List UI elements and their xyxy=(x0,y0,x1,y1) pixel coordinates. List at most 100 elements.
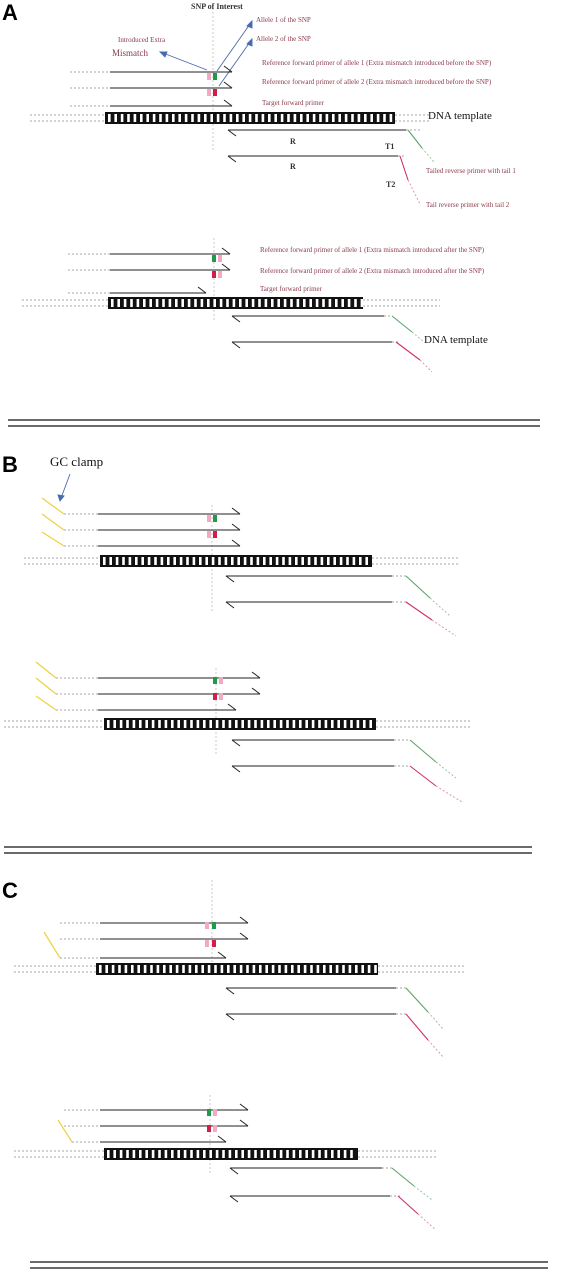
snp-of-interest-label: SNP of Interest xyxy=(191,2,243,11)
base-pair-stripe xyxy=(222,1150,225,1158)
base-pair-stripe xyxy=(149,299,152,307)
base-pair-stripe xyxy=(255,114,258,122)
dna-template-label-a2: DNA template xyxy=(424,334,488,346)
base-pair-stripe xyxy=(235,1150,238,1158)
t2-label: T2 xyxy=(386,180,395,189)
reverse-primer-tail2-a1 xyxy=(227,155,421,205)
base-pair-stripe xyxy=(228,1150,232,1158)
base-pair-stripe xyxy=(274,114,277,122)
allele2-label: Allele 2 of the SNP xyxy=(256,35,311,43)
base-pair-stripe xyxy=(119,720,123,728)
base-pair-stripe xyxy=(263,557,266,565)
base-pair-stripe xyxy=(243,557,247,565)
target-forward-primer-label-a2: Target forward primer xyxy=(260,285,323,293)
base-pair-stripe xyxy=(119,1150,123,1158)
base-pair-stripe xyxy=(351,114,354,122)
base-pair-stripe xyxy=(181,299,184,307)
base-pair-stripe xyxy=(318,1150,321,1158)
base-pair-stripe xyxy=(312,114,316,122)
base-pair-stripe xyxy=(156,965,160,973)
base-pair-stripe xyxy=(131,965,134,973)
base-pair-stripe xyxy=(111,299,114,307)
base-pair-stripe xyxy=(279,1150,283,1158)
ref-primer-allele2-b1 xyxy=(41,513,241,538)
tail-rev-tail2-label: Tail reverse primer with tail 2 xyxy=(426,201,510,209)
base-pair-stripe xyxy=(141,557,144,565)
base-pair-stripe xyxy=(182,965,185,973)
base-pair-stripe xyxy=(232,299,236,307)
allele1-mark xyxy=(212,922,216,929)
base-pair-stripe xyxy=(363,720,366,728)
ref-primer-allele1-after xyxy=(68,247,231,262)
base-pair-stripe xyxy=(210,114,213,122)
base-pair-stripe xyxy=(158,1150,161,1158)
base-pair-stripe xyxy=(271,965,275,973)
base-pair-stripe xyxy=(183,1150,187,1158)
base-pair-stripe xyxy=(389,114,393,122)
base-pair-stripe xyxy=(297,965,300,973)
base-pair-stripe xyxy=(137,965,140,973)
base-pair-stripe xyxy=(187,299,191,307)
panel-letter-a: A xyxy=(2,0,18,25)
base-pair-stripe xyxy=(196,720,200,728)
base-pair-stripe xyxy=(264,299,268,307)
ref-primer-allele1-b1 xyxy=(41,497,241,522)
base-pair-stripe xyxy=(339,557,343,565)
reverse-primer-tail2-c1 xyxy=(225,1013,445,1059)
base-pair-stripe xyxy=(204,114,207,122)
mismatch-mark xyxy=(213,1125,217,1132)
base-pair-stripe xyxy=(172,114,175,122)
mismatch-mark xyxy=(219,677,223,684)
base-pair-stripe xyxy=(305,720,308,728)
base-pair-stripe xyxy=(177,720,180,728)
base-pair-stripe xyxy=(258,299,261,307)
base-pair-stripe xyxy=(273,720,276,728)
target-forward-primer-b2 xyxy=(35,695,237,711)
mismatch-mark xyxy=(218,255,222,262)
allele1-mark xyxy=(213,515,217,522)
base-pair-stripe xyxy=(333,557,336,565)
base-pair-stripe xyxy=(222,720,225,728)
base-pair-stripe xyxy=(179,557,183,565)
base-pair-stripe xyxy=(233,965,236,973)
base-pair-stripe xyxy=(337,1150,340,1158)
base-pair-stripe xyxy=(236,114,239,122)
allele2-mark xyxy=(213,89,217,96)
base-pair-stripe xyxy=(278,965,281,973)
base-pair-stripe xyxy=(280,114,284,122)
base-pair-stripe xyxy=(350,720,353,728)
reverse-primer-tail1-a2 xyxy=(231,315,425,343)
allele2-mark xyxy=(212,271,216,278)
reverse-primer-tail2-a2 xyxy=(231,341,433,373)
base-pair-stripe xyxy=(140,114,143,122)
base-pair-stripe xyxy=(207,965,211,973)
base-pair-stripe xyxy=(178,114,181,122)
base-pair-stripe xyxy=(341,299,344,307)
base-pair-stripe xyxy=(190,1150,193,1158)
base-pair-stripe xyxy=(122,557,125,565)
base-pair-stripe xyxy=(218,557,221,565)
base-pair-stripe xyxy=(374,965,377,973)
base-pair-stripe xyxy=(173,557,176,565)
base-pair-stripe xyxy=(108,114,111,122)
base-pair-stripe xyxy=(277,299,280,307)
base-pair-stripe xyxy=(192,557,196,565)
base-pair-stripe xyxy=(215,1150,219,1158)
base-pair-stripe xyxy=(329,965,332,973)
base-pair-stripe xyxy=(231,557,234,565)
base-pair-stripe xyxy=(107,720,110,728)
allele2-mark xyxy=(207,1125,211,1132)
base-pair-stripe xyxy=(184,114,188,122)
base-pair-stripe xyxy=(120,114,124,122)
base-pair-stripe xyxy=(105,965,108,973)
reverse-primer-tail1-b2 xyxy=(231,739,457,779)
base-pair-stripe xyxy=(135,557,138,565)
panel-letter-b: B xyxy=(2,452,18,477)
base-pair-stripe xyxy=(245,299,248,307)
ref-primer-allele2-b2 xyxy=(35,677,261,700)
base-pair-stripe xyxy=(268,114,271,122)
base-pair-stripe xyxy=(113,720,116,728)
base-pair-stripe xyxy=(223,114,226,122)
base-pair-stripe xyxy=(301,557,304,565)
base-pair-stripe xyxy=(128,557,132,565)
